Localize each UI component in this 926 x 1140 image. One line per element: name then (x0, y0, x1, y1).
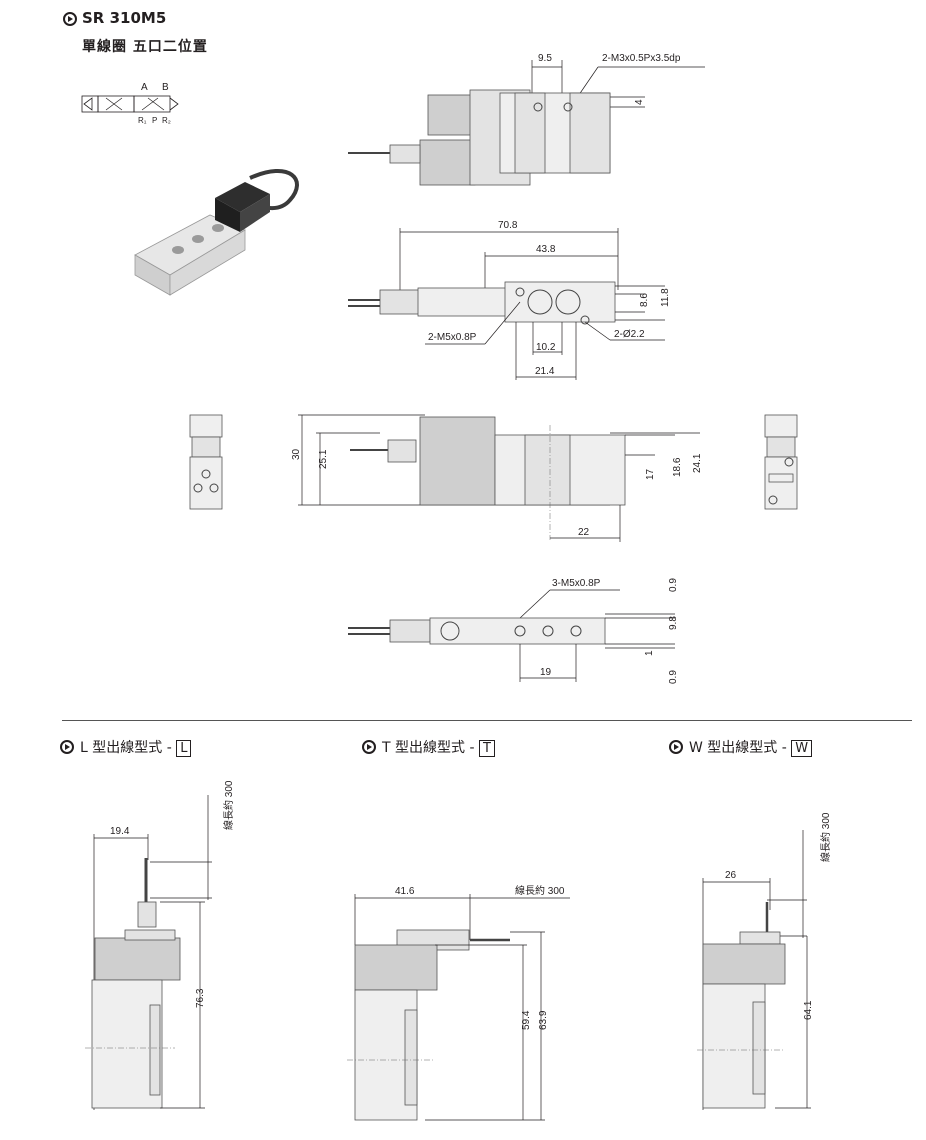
port-r1-label: R₁ (138, 116, 147, 125)
valve-photo (134, 169, 299, 296)
top-view-drawing: 9.5 2-M3x0.5Px3.5dp 4 (348, 53, 705, 186)
dim-9-8: 9.8 (668, 616, 679, 630)
w-code-box: W (791, 740, 813, 757)
l-code-box: L (176, 740, 192, 757)
dim-25-1: 25.1 (318, 449, 329, 469)
l-type-drawing: 19.4 線長約 300 76.3 (85, 780, 235, 1110)
port-b-label: B (162, 82, 169, 93)
end-view-left (189, 414, 223, 510)
t-wiring-label: T 型出線型式 - T (382, 737, 495, 757)
w-dim-26: 26 (725, 870, 737, 881)
bullet-arrow-icon (669, 740, 683, 754)
l-dim-cable: 線長約 300 (222, 780, 235, 830)
port-p-label: P (152, 116, 157, 125)
bullet-arrow-icon (362, 740, 376, 754)
dim-22: 22 (578, 527, 590, 538)
t-dim-cable: 線長約 300 (515, 884, 565, 897)
t-type-drawing: 41.6 線長約 300 59.4 63.9 (347, 884, 570, 1121)
bottom-view-drawing: 3-M5x0.8P 0.9 9.8 1 0.9 19 (348, 578, 679, 684)
dim-18-6: 18.6 (672, 457, 683, 477)
note-m5-port: 2-M5x0.8P (428, 332, 477, 343)
note-m3-thread: 2-M3x0.5Px3.5dp (602, 53, 681, 64)
dim-10-2: 10.2 (536, 342, 556, 353)
bullet-arrow-icon (60, 740, 74, 754)
dim-21-4: 21.4 (535, 366, 555, 377)
port-a-label: A (141, 82, 148, 93)
port-r2-label: R₂ (162, 116, 171, 125)
dim-9-5: 9.5 (538, 53, 552, 64)
w-dim-64-1: 64.1 (803, 1000, 814, 1020)
note-3-m5: 3-M5x0.8P (552, 578, 601, 589)
dim-70-8: 70.8 (498, 220, 518, 231)
valve-symbol: A B R₁ P R₂ (81, 82, 179, 125)
model-subtitle: 單線圈 五口二位置 (82, 39, 208, 55)
w-wiring-label: W 型出線型式 - W (689, 737, 813, 757)
dim-8-6: 8.6 (639, 293, 650, 307)
dim-4: 4 (634, 99, 645, 105)
dim-11-8: 11.8 (660, 288, 671, 307)
l-wiring-label: L 型出線型式 - L (80, 737, 192, 757)
t-dim-63-9: 63.9 (538, 1010, 549, 1030)
w-type-drawing: 26 線長約 300 64.1 (697, 812, 832, 1110)
dim-19: 19 (540, 667, 552, 678)
end-view-right (764, 414, 798, 510)
dim-0-9-top: 0.9 (668, 578, 679, 592)
t-dim-41-6: 41.6 (395, 886, 415, 897)
dim-1: 1 (644, 650, 655, 656)
l-dim-76-3: 76.3 (195, 988, 206, 1008)
w-dim-cable: 線長約 300 (819, 812, 832, 862)
dim-17: 17 (645, 468, 656, 480)
note-hole: 2-Ø2.2 (614, 329, 645, 340)
model-title: SR 310M5 (82, 9, 167, 27)
dim-30: 30 (291, 448, 302, 460)
section-divider (62, 720, 912, 721)
side-view-drawing: 30 25.1 17 18.6 24.1 22 (291, 414, 703, 542)
plan-view-drawing: 70.8 43.8 8.6 11.8 2-M5x0.8P 2-Ø2.2 10.2… (348, 220, 671, 380)
bullet-arrow-icon (63, 12, 77, 26)
dim-43-8: 43.8 (536, 244, 556, 255)
t-dim-59-4: 59.4 (521, 1010, 532, 1030)
l-dim-19-4: 19.4 (110, 826, 130, 837)
dim-0-9-bot: 0.9 (668, 670, 679, 684)
dim-24-1: 24.1 (692, 453, 703, 473)
t-code-box: T (478, 740, 495, 757)
